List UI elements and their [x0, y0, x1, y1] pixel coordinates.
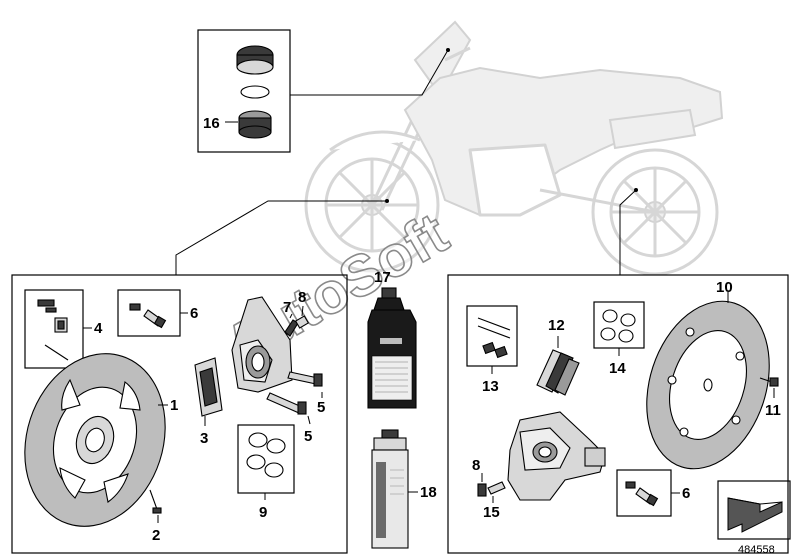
callout-3: 3 — [200, 430, 208, 447]
callout-15: 15 — [483, 504, 500, 521]
callout-8-rear: 8 — [472, 457, 480, 474]
callout-8-front: 8 — [298, 289, 306, 306]
document-number: 484558 — [738, 544, 775, 556]
reference-icon-box: 484558 — [717, 480, 791, 556]
callout-18: 18 — [420, 484, 437, 501]
rear-brake-pads: 12 — [536, 317, 580, 396]
callout-9: 9 — [259, 504, 267, 521]
callout-14: 14 — [609, 360, 626, 377]
front-brake-pad: 3 — [194, 357, 223, 447]
front-brake-disc: 1 2 — [24, 353, 178, 544]
arrow-icon — [727, 497, 783, 533]
front-brake-caliper — [231, 296, 293, 393]
part-13-group: 13 — [466, 305, 518, 395]
callout-5-lower: 5 — [304, 428, 312, 445]
callout-5-upper: 5 — [317, 399, 325, 416]
part-14-group: 14 — [593, 301, 645, 377]
part-6-left-group: 6 — [117, 289, 198, 337]
callout-6-left: 6 — [190, 305, 198, 322]
callout-2: 2 — [152, 527, 160, 544]
bleeder-valve-rear: 8 15 — [472, 457, 506, 521]
part-9-group: 9 — [237, 424, 295, 521]
brake-fluid-bottle: 17 — [367, 269, 417, 409]
rear-brake-box — [447, 274, 789, 554]
rear-brake-caliper — [507, 411, 606, 501]
callout-16: 16 — [203, 115, 220, 132]
callout-17: 17 — [374, 269, 391, 286]
callout-1: 1 — [170, 397, 178, 414]
callout-6-right: 6 — [682, 485, 690, 502]
connector-lines — [175, 188, 638, 275]
callout-7: 7 — [283, 299, 291, 316]
callout-11: 11 — [765, 402, 781, 419]
part-16-box — [197, 29, 291, 153]
caliper-bolts: 5 5 — [266, 371, 325, 445]
callout-10: 10 — [716, 279, 733, 296]
rear-brake-disc: 10 11 — [646, 279, 781, 470]
bleeder-valve-front: 7 8 — [283, 289, 310, 337]
motorcycle-silhouette — [304, 20, 724, 276]
part-4-group: 4 — [24, 289, 103, 369]
part-16-group: 16 — [197, 29, 450, 153]
callout-12: 12 — [548, 317, 565, 334]
front-brake-box — [11, 274, 348, 554]
callout-4: 4 — [94, 320, 103, 337]
callout-13: 13 — [482, 378, 499, 395]
spray-can: 18 — [371, 429, 437, 549]
part-6-right-group: 6 — [616, 469, 690, 517]
